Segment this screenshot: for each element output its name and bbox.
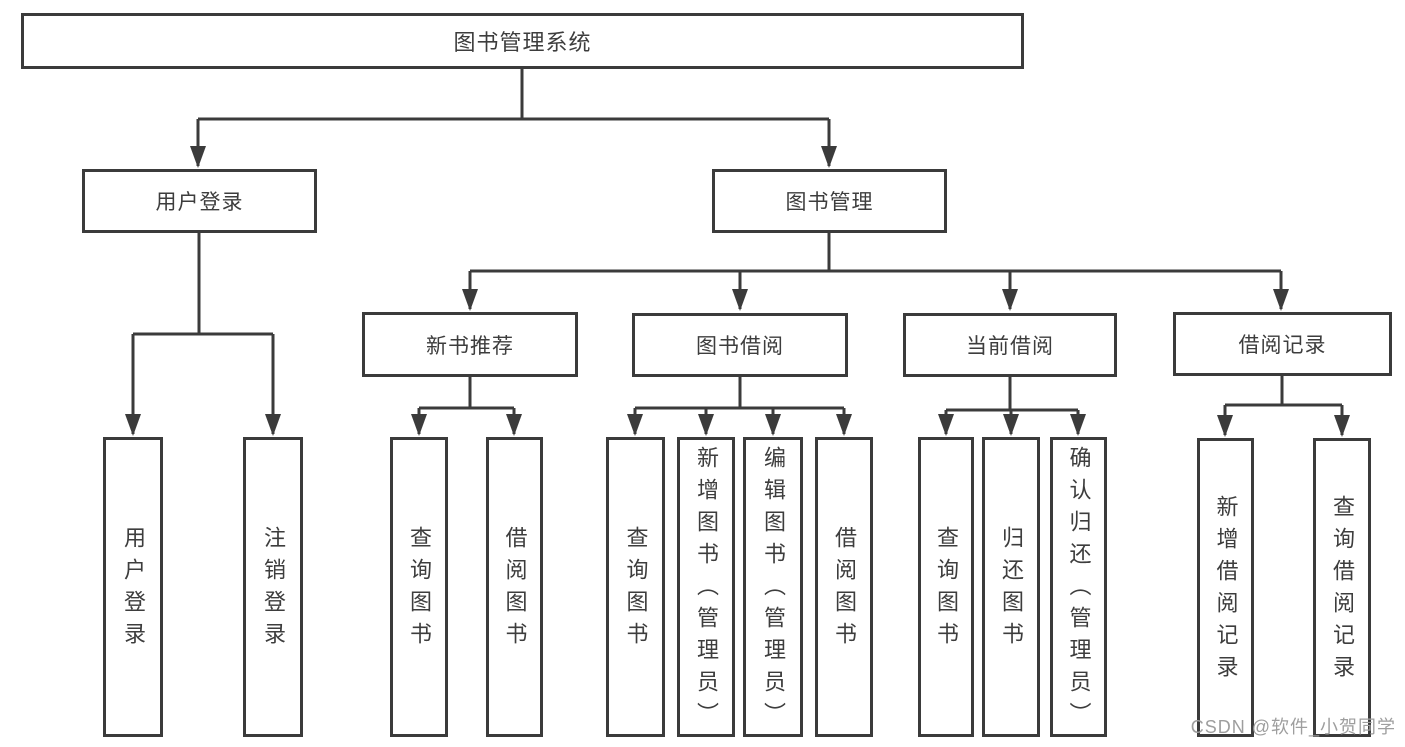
node-book-management: 图书管理: [712, 169, 947, 233]
leaf-query-borrow-record: 查询借阅记录: [1313, 438, 1371, 737]
leaf-return-book: 归还图书: [982, 437, 1040, 737]
leaf-user-login: 用户登录: [103, 437, 163, 737]
leaf-edit-book-admin: 编辑图书（管理员）: [743, 437, 803, 737]
connector-arrows: [125, 119, 1350, 437]
leaf-add-borrow-record: 新增借阅记录: [1197, 438, 1254, 737]
leaf-logout: 注销登录: [243, 437, 303, 737]
leaf-borrow-books-recommend: 借阅图书: [486, 437, 543, 737]
connector-trunks: [133, 69, 1342, 412]
node-user-login: 用户登录: [82, 169, 317, 233]
node-new-book-recommendation: 新书推荐: [362, 312, 578, 377]
node-current-borrowing: 当前借阅: [903, 313, 1117, 377]
node-root-system: 图书管理系统: [21, 13, 1024, 69]
leaf-query-books-recommend: 查询图书: [390, 437, 448, 737]
node-borrowing-records: 借阅记录: [1173, 312, 1392, 376]
leaf-confirm-return-admin: 确认归还（管理员）: [1050, 437, 1107, 737]
leaf-add-book-admin: 新增图书（管理员）: [677, 437, 735, 737]
leaf-query-books-borrow: 查询图书: [606, 437, 665, 737]
csdn-watermark: CSDN @软件_小贺同学: [1190, 717, 1396, 737]
leaf-query-books-current: 查询图书: [918, 437, 974, 737]
node-book-borrowing: 图书借阅: [632, 313, 848, 377]
leaf-borrow-books: 借阅图书: [815, 437, 873, 737]
